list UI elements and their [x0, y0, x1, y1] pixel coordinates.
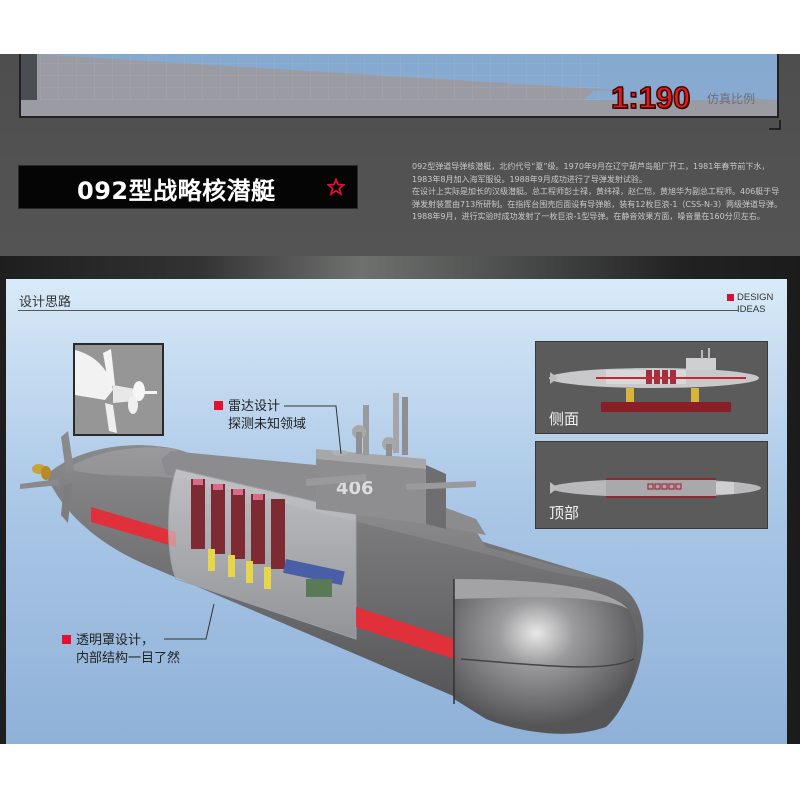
description-text: 092型弹道导弹核潜艇，北约代号“夏”级。1970年9月在辽宁葫芦岛船厂开工，1… — [412, 161, 792, 224]
propeller-detail-thumbnail — [73, 343, 164, 436]
red-square-marker — [214, 401, 223, 410]
design-tag-line1: DESIGN — [737, 292, 774, 303]
top-view-image — [550, 478, 761, 498]
frame-shadow — [21, 54, 37, 100]
blueprint-grid — [40, 54, 600, 100]
top-view-card: 顶部 — [535, 441, 768, 529]
callout-subtitle: 内部结构一目了然 — [76, 651, 181, 666]
svg-text:406: 406 — [336, 478, 374, 499]
design-ideas-panel: 设计思路 DESIGN IDEAS — [6, 279, 787, 744]
callout-title: 雷达设计 — [228, 399, 281, 414]
frame-corner-decoration — [769, 120, 781, 130]
side-view-card: 侧面 — [535, 341, 768, 434]
view-label: 侧面 — [549, 410, 580, 428]
propeller-detail-image — [75, 349, 157, 433]
radar-callout: 雷达设计 探测未知领域 — [214, 398, 306, 434]
scale-value: 1:190 — [610, 79, 691, 116]
design-tag-line2: IDEAS — [737, 304, 766, 315]
panel-title: 设计思路 — [19, 295, 72, 310]
red-square-marker — [727, 294, 734, 301]
transparent-hull-callout: 透明罩设计， 内部结构一目了然 — [62, 632, 180, 668]
star-outline-icon — [327, 178, 345, 196]
description-line: 1983年8月加入海军服役。1988年9月成功进行了导弹发射试验。 — [412, 174, 647, 184]
side-view-image — [549, 348, 759, 412]
callout-subtitle: 探测未知领域 — [228, 417, 307, 432]
panel-divider — [18, 310, 738, 311]
header-section: 1:190 仿真比例 092型战略核潜艇 092型弹道导弹核潜艇，北约代号“夏”… — [0, 54, 800, 256]
title-banner: 092型战略核潜艇 — [18, 165, 358, 209]
description-line: 在设计上实际是加长的汉级潜艇。总工程师彭士禄，黄纬禄，赵仁恺，黄旭华为副总工程师… — [412, 187, 780, 196]
view-label: 顶部 — [549, 504, 580, 522]
description-line: 092型弹道导弹核潜艇，北约代号“夏”级。1970年9月在辽宁葫芦岛船厂开工，1… — [412, 162, 770, 171]
callout-title: 透明罩设计， — [76, 633, 155, 648]
description-line: 弹发射装置由713所研制。在指挥台围壳后面设有导弹舱，装有12枚巨浪-1（CSS… — [412, 199, 783, 209]
page-title: 092型战略核潜艇 — [77, 177, 276, 205]
red-square-marker — [62, 635, 71, 644]
description-line: 1988年9月，进行实验时成功发射了一枚巨浪-1型导弹。在静音效果方面，噪音量在… — [412, 212, 765, 221]
scale-label: 仿真比例 — [707, 92, 756, 106]
submarine-illustration: 406 — [20, 393, 644, 734]
